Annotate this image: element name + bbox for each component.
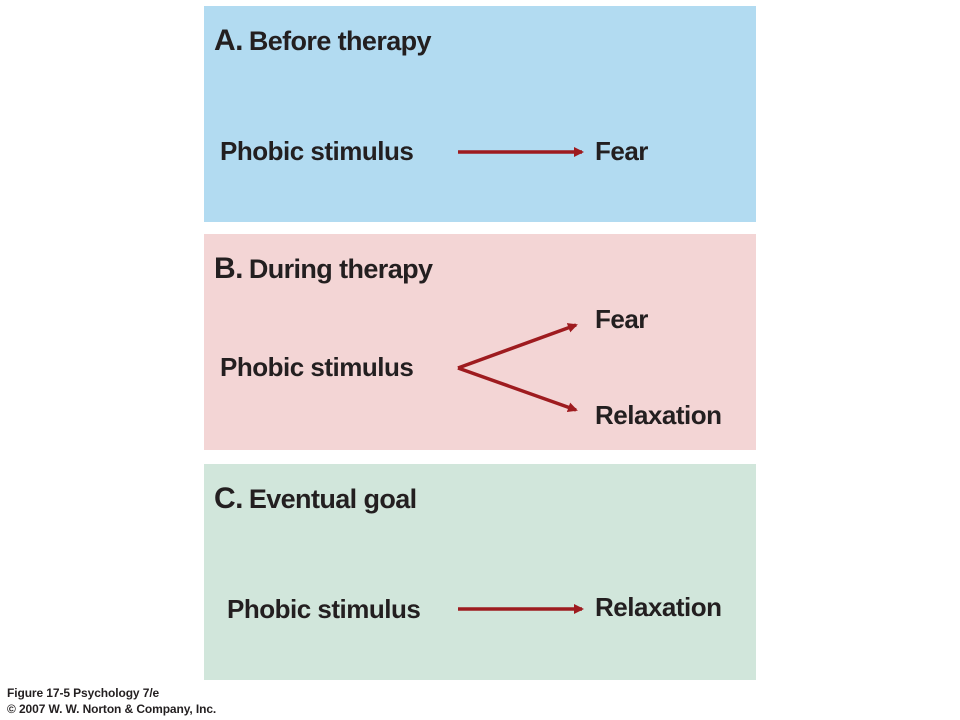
panel-letter: C. [214,482,243,515]
arrow-to-fear [457,323,578,370]
panel-title: B.During therapy [214,252,433,286]
panel-before-therapy: A.Before therapy Phobic stimulus Fear [204,6,756,222]
outcome-relaxation: Relaxation [595,592,722,622]
arrow-stimulus-to-relaxation [458,604,584,614]
panel-title-text: Before therapy [248,26,432,56]
arrow-to-relaxation [457,366,578,413]
copyright-notice: © 2007 W. W. Norton & Company, Inc. [7,702,217,716]
panel-eventual-goal: C.Eventual goal Phobic stimulus Relaxati… [204,464,756,680]
outcome-fear: Fear [595,136,648,166]
outcome-fear: Fear [595,304,648,334]
outcome-relaxation: Relaxation [595,400,722,430]
panel-title-text: During therapy [248,254,433,284]
stimulus-label: Phobic stimulus [227,594,421,624]
panel-letter: B. [214,252,243,285]
arrow-fork [457,323,578,413]
arrow-stimulus-to-fear [458,147,584,157]
figure-caption: Figure 17-5 Psychology 7/e [7,686,160,700]
panel-letter: A. [214,24,243,57]
panel-title-text: Eventual goal [248,484,417,514]
panel-title: A.Before therapy [214,24,432,58]
panel-during-therapy: B.During therapy Phobic stimulus Fear Re… [204,234,756,450]
panel-title: C.Eventual goal [214,482,417,516]
stimulus-label: Phobic stimulus [220,352,414,382]
stimulus-label: Phobic stimulus [220,136,414,166]
